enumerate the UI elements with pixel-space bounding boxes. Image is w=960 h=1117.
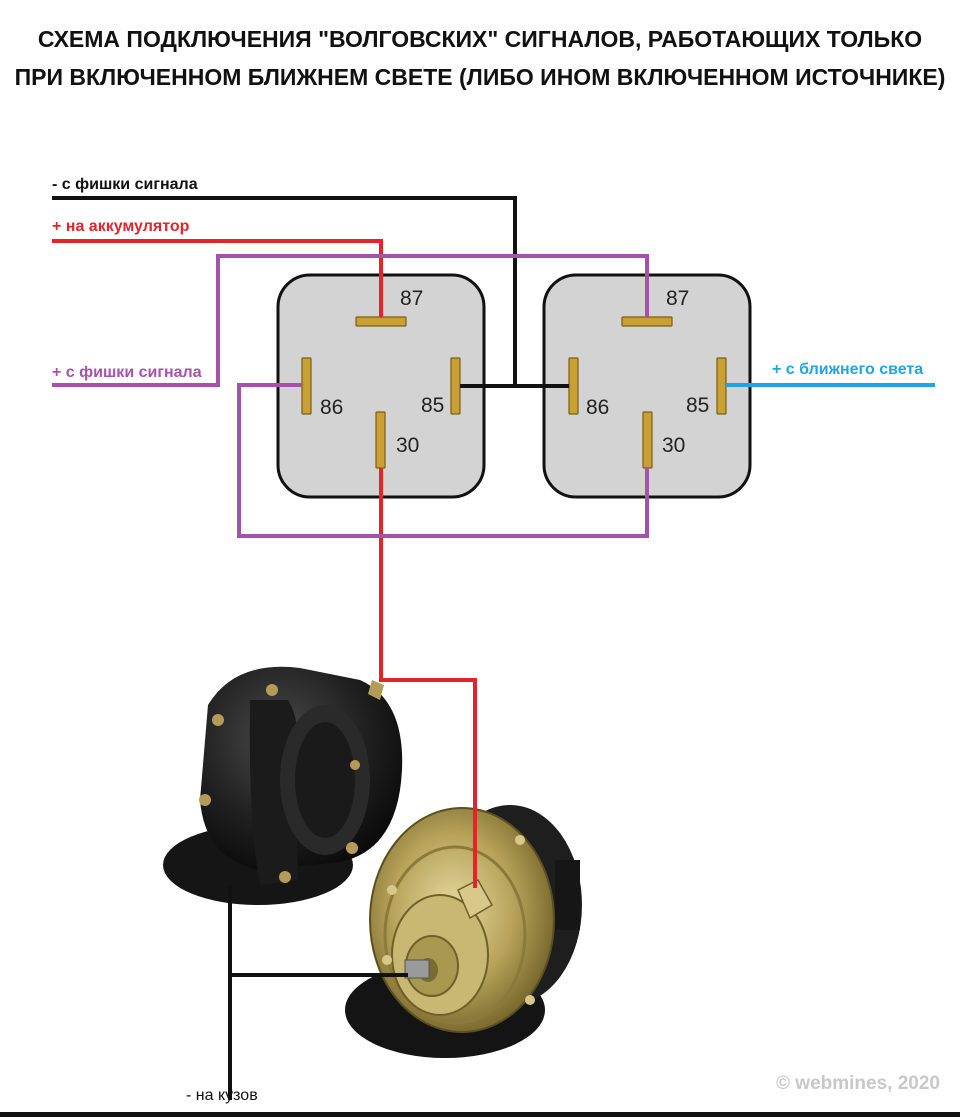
relay-1-pin-87 (355, 316, 407, 327)
label-low-beam-plus: + с ближнего света (772, 361, 924, 378)
relay-2-pin-85-label: 85 (686, 394, 710, 417)
relay-1-pin-30-label: 30 (396, 434, 420, 457)
wire-battery (52, 239, 383, 317)
label-signal-plus: + с фишки сигнала (52, 364, 202, 381)
horn-disc-icon (345, 805, 582, 1058)
relay-1-pin-87-label: 87 (400, 287, 424, 310)
relay-1-pin-86 (301, 357, 312, 415)
relay-2-pin-86 (568, 357, 579, 415)
label-signal-minus: - с фишки сигнала (52, 176, 198, 193)
relay-2-pin-87 (621, 316, 673, 327)
horn-snail-icon (163, 666, 403, 905)
relay-1-pin-85 (450, 357, 461, 415)
black-wires (52, 196, 569, 1100)
label-ground: - на кузов (186, 1087, 258, 1104)
relay-2-pin-85 (716, 357, 727, 415)
wire-86-loop (237, 383, 649, 538)
copyright-text: © webmines, 2020 (776, 1073, 940, 1094)
relay-1-pin-85-label: 85 (421, 394, 445, 417)
wire-signal-minus (52, 196, 517, 386)
relay-2-pin-87-label: 87 (666, 287, 690, 310)
page-title: СХЕМА ПОДКЛЮЧЕНИЯ "ВОЛГОВСКИХ" СИГНАЛОВ,… (0, 20, 960, 96)
wire-30-to-horns (379, 468, 477, 888)
relay-1-pin-30 (375, 411, 386, 469)
purple-wires (52, 254, 649, 538)
title-line-1: СХЕМА ПОДКЛЮЧЕНИЯ "ВОЛГОВСКИХ" СИГНАЛОВ,… (37, 26, 923, 52)
relay-2-pin-86-label: 86 (586, 396, 610, 419)
red-wires (52, 239, 477, 888)
relay-2-pins (568, 316, 727, 469)
relay-2-pin-30 (642, 411, 653, 469)
wire-signal-plus (52, 254, 649, 387)
title-line-2: ПРИ ВКЛЮЧЕННОМ БЛИЖНЕМ СВЕТЕ (ЛИБО ИНОМ … (14, 64, 946, 90)
bottom-border (0, 1112, 960, 1117)
relay-1-pin-86-label: 86 (320, 396, 344, 419)
relay-2-pin-30-label: 30 (662, 434, 686, 457)
label-battery-plus: + на аккумулятор (52, 218, 190, 235)
